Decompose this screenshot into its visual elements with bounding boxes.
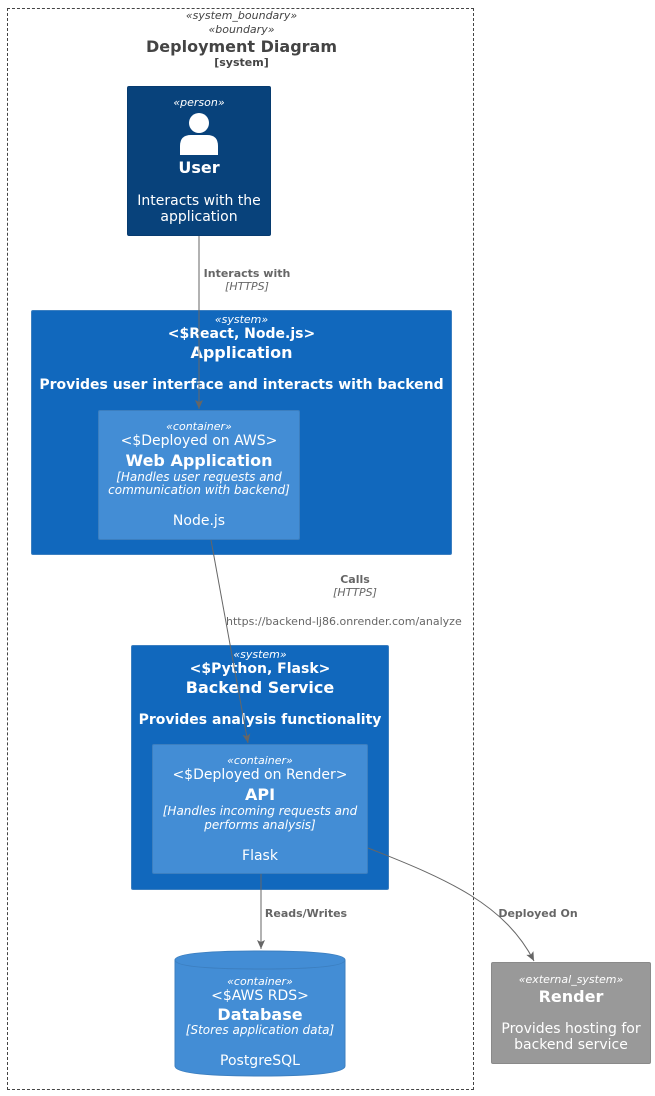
user-stereotype: «person» bbox=[173, 96, 225, 109]
backend-tech: <$Python, Flask> bbox=[189, 661, 331, 677]
db-desc: [Stores application data] bbox=[185, 1023, 335, 1037]
api-deploy: <$Deployed on Render> bbox=[172, 767, 348, 783]
interacts-tech: [HTTPS] bbox=[225, 280, 269, 293]
boundary-stereotype-2: «boundary» bbox=[208, 23, 275, 36]
webapp-tech: Node.js bbox=[172, 513, 226, 529]
app-tech: <$React, Node.js> bbox=[167, 326, 316, 342]
app-stereotype: «system» bbox=[214, 313, 269, 326]
calls-tech: [HTTPS] bbox=[333, 586, 377, 599]
system-boundary: «system_boundary» «boundary» Deployment … bbox=[7, 8, 474, 1090]
database-cylinder-shape bbox=[174, 950, 346, 1077]
api-name: API bbox=[244, 785, 276, 804]
api-tech: Flask bbox=[242, 848, 278, 864]
reads-writes-label: Reads/Writes bbox=[264, 907, 348, 920]
user-desc-line2: application bbox=[160, 209, 238, 225]
render-external-system-box[interactable]: «external_system» Render Provides hostin… bbox=[491, 962, 651, 1064]
reads-writes-relation-label: Reads/Writes bbox=[258, 907, 354, 920]
webapp-name: Web Application bbox=[125, 451, 273, 470]
api-desc-line2: performs analysis] bbox=[204, 818, 316, 832]
boundary-stereotype: «system_boundary» bbox=[185, 9, 298, 22]
backend-stereotype: «system» bbox=[233, 648, 287, 661]
app-desc: Provides user interface and interacts wi… bbox=[39, 377, 444, 393]
calls-url: https://backend-lj86.onrender.com/analyz… bbox=[226, 615, 462, 628]
webapp-desc-line2: communication with backend] bbox=[108, 483, 290, 497]
user-person-box[interactable]: «person» User Interacts with the applica… bbox=[127, 86, 271, 236]
webapp-desc-line1: [Handles user requests and bbox=[116, 470, 282, 484]
interacts-relation-label: Interacts with [HTTPS] bbox=[197, 267, 297, 293]
user-desc-line1: Interacts with the bbox=[137, 193, 261, 209]
db-deploy: <$AWS RDS> bbox=[211, 988, 309, 1004]
api-desc-line1: [Handles incoming requests and bbox=[162, 804, 358, 818]
api-container[interactable]: «container» <$Deployed on Render> API [H… bbox=[152, 744, 368, 874]
deployed-on-relation-label: Deployed On bbox=[490, 907, 586, 920]
db-tech: PostgreSQL bbox=[220, 1053, 300, 1069]
db-stereotype: «container» bbox=[227, 975, 293, 988]
render-desc-line1: Provides hosting for bbox=[501, 1021, 641, 1037]
db-name: Database bbox=[217, 1005, 303, 1024]
backend-desc: Provides analysis functionality bbox=[138, 712, 382, 728]
person-icon bbox=[180, 113, 218, 155]
web-application-container[interactable]: «container» <$Deployed on AWS> Web Appli… bbox=[98, 410, 300, 540]
user-name: User bbox=[178, 158, 220, 177]
interacts-label: Interacts with bbox=[203, 267, 291, 280]
webapp-stereotype: «container» bbox=[166, 420, 232, 433]
calls-label: Calls bbox=[340, 573, 370, 586]
diagram-title: Deployment Diagram bbox=[146, 37, 337, 56]
calls-relation-label: Calls [HTTPS] bbox=[325, 573, 385, 599]
render-desc-line2: backend service bbox=[514, 1037, 628, 1053]
render-name: Render bbox=[538, 987, 604, 1006]
backend-name: Backend Service bbox=[185, 678, 335, 697]
api-stereotype: «container» bbox=[227, 754, 293, 767]
boundary-tech: [system] bbox=[214, 56, 269, 69]
deployed-on-arrow bbox=[367, 847, 535, 962]
app-name: Application bbox=[190, 343, 293, 362]
deployed-on-label: Deployed On bbox=[498, 907, 578, 920]
calls-arrow bbox=[210, 539, 251, 744]
render-stereotype: «external_system» bbox=[518, 973, 624, 986]
webapp-deploy: <$Deployed on AWS> bbox=[120, 433, 278, 449]
database-container[interactable]: «container» <$AWS RDS> Database [Stores … bbox=[174, 950, 346, 1078]
